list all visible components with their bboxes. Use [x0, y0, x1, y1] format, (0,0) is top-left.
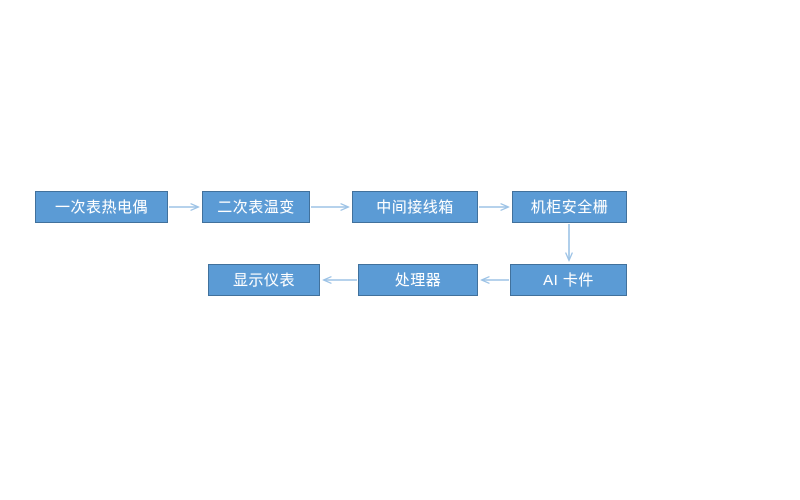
- node-primary-thermocouple[interactable]: 一次表热电偶: [35, 191, 168, 223]
- node-label: 显示仪表: [232, 271, 295, 289]
- node-label: 机柜安全栅: [530, 198, 609, 216]
- node-display-instrument[interactable]: 显示仪表: [208, 264, 320, 296]
- node-cabinet-safety-barrier[interactable]: 机柜安全栅: [512, 191, 627, 223]
- node-label: 中间接线箱: [376, 198, 454, 216]
- node-processor[interactable]: 处理器: [358, 264, 478, 296]
- node-label: 处理器: [394, 271, 442, 289]
- node-secondary-transmitter[interactable]: 二次表温变: [202, 191, 310, 223]
- node-label: 二次表温变: [217, 198, 295, 216]
- node-label: 一次表热电偶: [54, 198, 148, 216]
- node-label: AI 卡件: [543, 271, 594, 289]
- node-junction-box[interactable]: 中间接线箱: [352, 191, 478, 223]
- node-ai-card[interactable]: AI 卡件: [510, 264, 627, 296]
